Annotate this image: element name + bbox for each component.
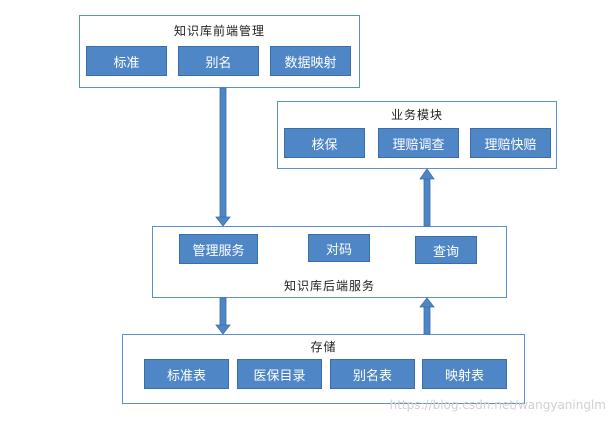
query-box[interactable]: 查询 (415, 236, 477, 264)
business-module-frame: 业务模块 核保 理赔调查 理赔快赔 (277, 101, 557, 169)
frontend-management-title: 知识库前端管理 (173, 24, 265, 38)
standard-box[interactable]: 标准 (86, 46, 167, 76)
backend-to-business-arrow (419, 168, 435, 227)
standard-table-box[interactable]: 标准表 (144, 359, 229, 389)
backend-to-storage-arrow (215, 297, 231, 335)
alias-table-box[interactable]: 别名表 (330, 359, 415, 389)
storage-frame: 存储 标准表 医保目录 别名表 映射表 (122, 334, 525, 404)
alias-box[interactable]: 别名 (178, 46, 259, 76)
fast-claim-box[interactable]: 理赔快赔 (470, 128, 551, 158)
storage-to-backend-arrow (419, 297, 435, 335)
frontend-management-frame: 知识库前端管理 标准 别名 数据映射 (79, 15, 360, 88)
data-mapping-box[interactable]: 数据映射 (270, 46, 351, 76)
backend-service-frame: 管理服务 对码 查询 知识库后端服务 (152, 226, 507, 298)
storage-title: 存储 (310, 340, 337, 354)
mapping-table-box[interactable]: 映射表 (422, 359, 507, 389)
code-matching-box[interactable]: 对码 (308, 234, 370, 262)
frontend-to-backend-arrow (215, 87, 231, 227)
business-module-title: 业务模块 (390, 108, 443, 122)
watermark: https://blog.csdn.net/wangyaninglm (389, 398, 606, 412)
insurance-catalog-box[interactable]: 医保目录 (237, 359, 322, 389)
claim-investigation-box[interactable]: 理赔调查 (378, 128, 459, 158)
underwriting-box[interactable]: 核保 (284, 128, 365, 158)
management-service-box[interactable]: 管理服务 (179, 234, 258, 264)
backend-service-title: 知识库后端服务 (283, 279, 375, 293)
